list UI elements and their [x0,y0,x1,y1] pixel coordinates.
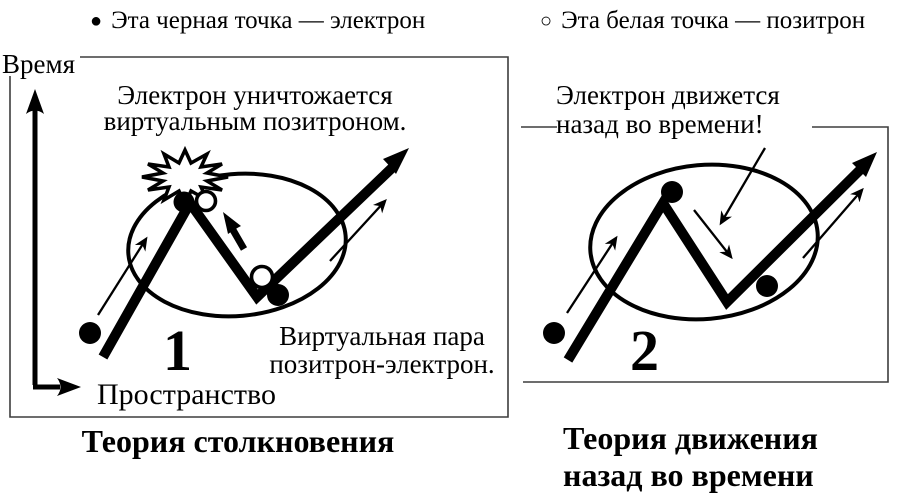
caption-backward-line2: назад во времени [563,457,814,493]
particles-right [543,181,778,344]
particles-left [79,189,289,344]
electron-dot-icon: ● [90,10,103,32]
diagram-number-2: 2 [630,318,659,383]
time-axis-label: Время [2,49,75,79]
caption-collision-theory: Теория столкновения [81,423,395,459]
caption-backward-time-theory: Теория движения назад во времени [563,420,818,494]
note-pointer-arrow-right [719,147,766,226]
virtual-pair-note-line2: позитрон-электрон. [269,349,495,379]
electron-dot-peak-left [173,191,195,213]
direction-arrow-outgoing-left [329,198,387,262]
electron-dot-valley-right [756,275,778,297]
annihilation-note-line2: виртуальным позитроном. [103,106,407,136]
diagram-number-1: 1 [163,318,192,383]
right-panel-frame [523,126,889,383]
electron-dot-peak-right [661,181,683,203]
legend-positron: ○ Эта белая точка — позитрон [540,7,865,35]
backward-motion-note-line2: назад во времени! [556,109,764,139]
direction-arrow-incoming-right [566,235,618,314]
electron-dot-start-right [543,322,565,344]
positron-circle-icon: ○ [540,10,553,32]
virtual-positron-arrowhead-icon [223,212,241,234]
legend-electron-label: Эта черная точка — электрон [111,7,426,34]
virtual-pair-note-line1: Виртуальная пара [279,321,485,351]
electron-worldline-left [98,148,409,360]
virtual-pair-ellipse-left [126,171,348,319]
positron-circle-peak-left [194,189,218,213]
worldline-arrowhead-left-icon [383,148,409,174]
electron-worldline-right [563,152,877,363]
virtual-pair-ellipse-right [588,162,820,322]
worldline-arrowhead-right-icon [852,152,877,177]
backward-motion-note: Электрон движется назад во времени! [556,81,780,139]
time-space-axes [26,89,81,396]
direction-arrows-left [97,198,387,316]
positron-circle-valley-left [249,264,275,290]
legend-positron-label: Эта белая точка — позитрон [561,7,866,34]
virtual-positron-arrow [223,212,248,251]
direction-arrow-outgoing-right [802,187,864,259]
left-panel-frame [9,56,509,418]
space-axis-label: Пространство [97,378,276,411]
electron-dot-valley-left [267,284,289,306]
backward-motion-note-line1: Электрон движется [556,80,780,110]
annihilation-note-line1: Электрон уничтожается [117,80,393,110]
time-axis-arrowhead-icon [26,89,44,114]
direction-arrow-incoming-left [97,236,148,316]
annihilation-note: Электрон уничтожается виртуальным позитр… [95,80,415,136]
electron-dot-start-left [79,322,101,344]
caption-backward-line1: Теория движения [563,420,818,456]
space-axis-arrowhead-icon [57,378,81,396]
legend-electron: ● Эта черная точка — электрон [90,7,425,35]
virtual-pair-note: Виртуальная пара позитрон-электрон. [262,322,502,378]
backward-motion-arrow [693,209,733,260]
direction-arrows-right [566,147,864,314]
